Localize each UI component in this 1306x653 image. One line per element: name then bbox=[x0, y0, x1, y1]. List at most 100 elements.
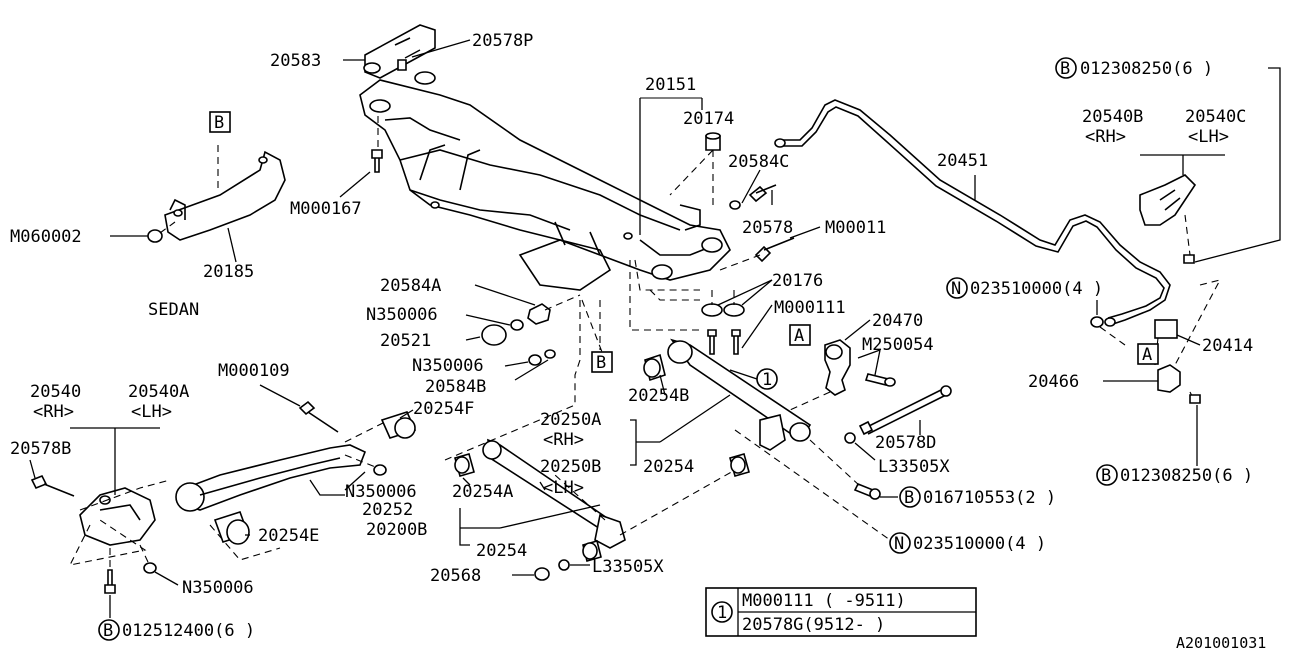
bracket-20185-sedan bbox=[164, 150, 286, 241]
label-rh-mid: <RH> bbox=[543, 430, 584, 450]
bracket-20540 bbox=[79, 487, 156, 546]
ref-box-a-center: A bbox=[789, 324, 811, 346]
label-N350006-c: N350006 bbox=[345, 482, 417, 502]
supersession-table: 1 M000111 ( -9511) 20578G(9512- ) bbox=[705, 587, 977, 637]
table-callout-1: 1 bbox=[717, 603, 727, 623]
bolt-20578P bbox=[397, 59, 407, 71]
grommet-20174 bbox=[705, 132, 721, 151]
label-lh-top: <LH> bbox=[1188, 127, 1229, 147]
bolt-right-top bbox=[1183, 254, 1195, 264]
circle-b-left-letter: B bbox=[103, 621, 113, 641]
bushing-20414 bbox=[1154, 319, 1178, 339]
label-20254A: 20254A bbox=[452, 482, 513, 502]
label-20252: 20252 bbox=[362, 500, 413, 520]
label-20583: 20583 bbox=[270, 51, 321, 71]
washer-L33505X-lower bbox=[558, 559, 570, 571]
label-20250A: 20250A bbox=[540, 410, 601, 430]
label-M000109: M000109 bbox=[218, 361, 290, 381]
lateral-link-20250A bbox=[667, 338, 812, 451]
label-20578B: 20578B bbox=[10, 439, 71, 459]
ref-box-a-center-label: A bbox=[794, 326, 804, 346]
ref-box-b-center-label: B bbox=[596, 353, 606, 373]
link-20470 bbox=[824, 339, 851, 396]
circle-n-right: N bbox=[946, 277, 968, 299]
bolt-M000167 bbox=[371, 149, 383, 173]
ref-box-b-left: B bbox=[209, 111, 231, 133]
label-20414: 20414 bbox=[1202, 336, 1253, 356]
stabilizer-bar-20451 bbox=[774, 99, 1171, 327]
bushing-20254B bbox=[643, 353, 666, 382]
callout-1-label: 1 bbox=[762, 370, 772, 390]
label-20578P: 20578P bbox=[472, 31, 533, 51]
label-rh-top: <RH> bbox=[1085, 127, 1126, 147]
nut-N350006-c bbox=[373, 464, 387, 476]
label-20540B: 20540B bbox=[1082, 107, 1143, 127]
circle-b-top: B bbox=[1055, 57, 1077, 79]
nut-M060002 bbox=[147, 229, 163, 243]
washer-20584B bbox=[544, 349, 556, 359]
label-20254F: 20254F bbox=[413, 399, 474, 419]
label-20584B: 20584B bbox=[425, 377, 486, 397]
crossmember-20151 bbox=[359, 79, 731, 291]
circle-n-mid: N bbox=[889, 532, 911, 554]
label-n-right-code: 023510000(4 ) bbox=[970, 279, 1103, 299]
ref-box-a-right: A bbox=[1137, 343, 1159, 365]
ref-box-a-right-label: A bbox=[1142, 345, 1152, 365]
circle-b-mid: B bbox=[899, 486, 921, 508]
label-20466: 20466 bbox=[1028, 372, 1079, 392]
nut-N350006-b bbox=[528, 354, 542, 366]
table-row-2: 20578G(9512- ) bbox=[742, 615, 885, 635]
label-N350006-d: N350006 bbox=[182, 578, 254, 598]
label-20584A: 20584A bbox=[380, 276, 441, 296]
label-20451: 20451 bbox=[937, 151, 988, 171]
bolt-M00011 bbox=[754, 237, 795, 263]
bushing-20254-lower bbox=[582, 540, 602, 562]
bolt-20578 bbox=[748, 184, 777, 203]
bolt-016710553 bbox=[853, 482, 881, 500]
nut-N350006-a bbox=[510, 319, 524, 331]
label-20200B: 20200B bbox=[366, 520, 427, 540]
label-20584C: 20584C bbox=[728, 152, 789, 172]
washer-20584C bbox=[729, 200, 741, 210]
washer-L33505X-mid bbox=[844, 432, 856, 444]
bolt-20578B bbox=[30, 474, 75, 497]
callout-1: 1 bbox=[756, 368, 778, 390]
bracket-20540B-C bbox=[1139, 174, 1197, 226]
label-n-mid-code: 023510000(4 ) bbox=[913, 534, 1046, 554]
label-20250B: 20250B bbox=[540, 457, 601, 477]
label-N350006-a: N350006 bbox=[366, 305, 438, 325]
nut-N350006-d bbox=[143, 562, 157, 574]
diagram-id: A201001031 bbox=[1176, 634, 1266, 652]
label-b-top-code: 012308250(6 ) bbox=[1080, 59, 1213, 79]
bushing-20176 bbox=[701, 303, 745, 355]
label-20254: 20254 bbox=[643, 457, 694, 477]
circle-b-top-letter: B bbox=[1060, 59, 1070, 79]
circle-b-mid-letter: B bbox=[904, 488, 914, 508]
bolt-M250054 bbox=[864, 373, 896, 387]
lateral-link-20250B bbox=[482, 438, 626, 549]
cap-20521 bbox=[481, 324, 507, 346]
circle-n-mid-letter: N bbox=[894, 534, 904, 554]
bolt-left-bottom bbox=[104, 569, 116, 594]
label-M250054: M250054 bbox=[862, 335, 934, 355]
label-20568: 20568 bbox=[430, 566, 481, 586]
label-M060002: M060002 bbox=[10, 227, 82, 247]
bushing-20254A bbox=[454, 453, 475, 477]
label-20540A: 20540A bbox=[128, 382, 189, 402]
table-row-1: M000111 ( -9511) bbox=[742, 591, 906, 611]
label-M000167: M000167 bbox=[290, 199, 362, 219]
label-20151: 20151 bbox=[645, 75, 696, 95]
bushing-20254F bbox=[380, 411, 417, 439]
circle-b-left: B bbox=[98, 619, 120, 641]
ref-box-b-left-label: B bbox=[214, 113, 224, 133]
mount-20583 bbox=[363, 24, 436, 85]
nut-20568 bbox=[534, 567, 550, 581]
bushing-20254E bbox=[213, 511, 250, 545]
circle-b-right-letter: B bbox=[1101, 466, 1111, 486]
label-20521: 20521 bbox=[380, 331, 431, 351]
label-lh-left: <LH> bbox=[131, 402, 172, 422]
nut-N-right bbox=[1090, 316, 1104, 328]
label-M000111: M000111 bbox=[774, 298, 846, 318]
trailing-arm-20252 bbox=[175, 444, 367, 512]
label-20254E: 20254E bbox=[258, 526, 319, 546]
